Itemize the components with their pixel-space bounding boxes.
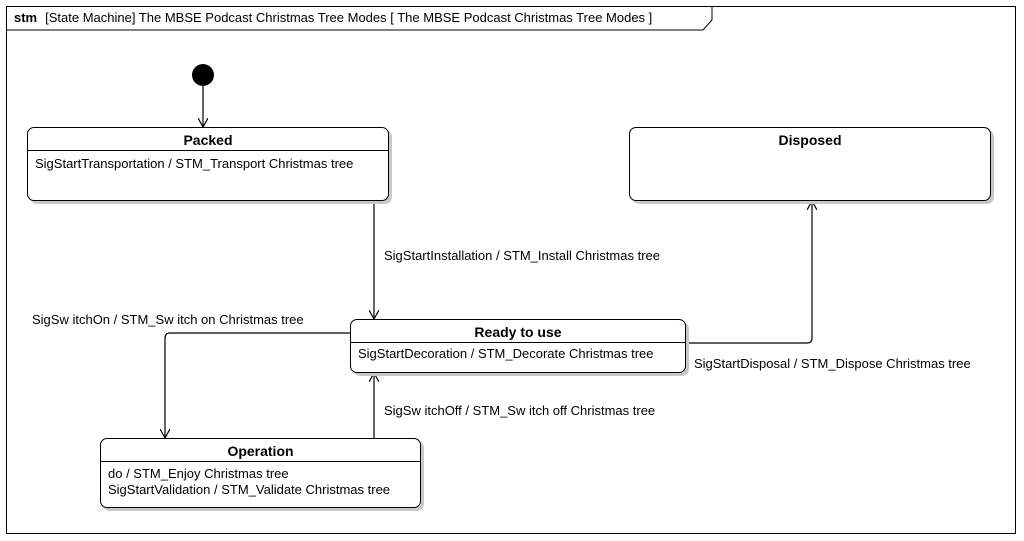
state-behaviors: SigStartTransportation / STM_Transport C… xyxy=(28,151,388,172)
state-operation[interactable]: Operation do / STM_Enjoy Christmas tree … xyxy=(100,438,421,508)
state-ready-to-use[interactable]: Ready to use SigStartDecoration / STM_De… xyxy=(350,319,686,373)
transition-label-dispose: SigStartDisposal / STM_Dispose Christmas… xyxy=(694,356,971,371)
state-name: Operation xyxy=(101,439,420,462)
state-behaviors: do / STM_Enjoy Christmas tree SigStartVa… xyxy=(101,462,420,498)
behavior-line: SigStartTransportation / STM_Transport C… xyxy=(35,156,354,171)
behavior-line: do / STM_Enjoy Christmas tree xyxy=(108,466,289,481)
state-packed[interactable]: Packed SigStartTransportation / STM_Tran… xyxy=(27,127,389,201)
diagram-frame-header: stm [State Machine] The MBSE Podcast Chri… xyxy=(6,6,711,30)
state-name: Disposed xyxy=(778,132,842,148)
state-behaviors: SigStartDecoration / STM_Decorate Christ… xyxy=(351,343,685,362)
state-name: Packed xyxy=(28,128,388,151)
frame-tab-outline xyxy=(6,6,713,31)
behavior-line: SigStartValidation / STM_Validate Christ… xyxy=(108,482,391,497)
transition-label-switch-on: SigSw itchOn / STM_Sw itch on Christmas … xyxy=(32,312,304,327)
initial-pseudostate xyxy=(192,64,214,86)
diagram-kind-keyword: stm xyxy=(14,10,38,25)
behavior-line: SigStartDecoration / STM_Decorate Christ… xyxy=(358,346,654,361)
transition-label-install: SigStartInstallation / STM_Install Chris… xyxy=(384,248,660,263)
transition-dispose xyxy=(686,201,812,344)
state-disposed[interactable]: Disposed xyxy=(629,127,991,201)
transition-switch-on xyxy=(165,332,351,438)
diagram-title: [State Machine] The MBSE Podcast Christm… xyxy=(45,10,653,25)
state-name: Ready to use xyxy=(351,320,685,343)
transition-label-switch-off: SigSw itchOff / STM_Sw itch off Christma… xyxy=(384,403,656,418)
